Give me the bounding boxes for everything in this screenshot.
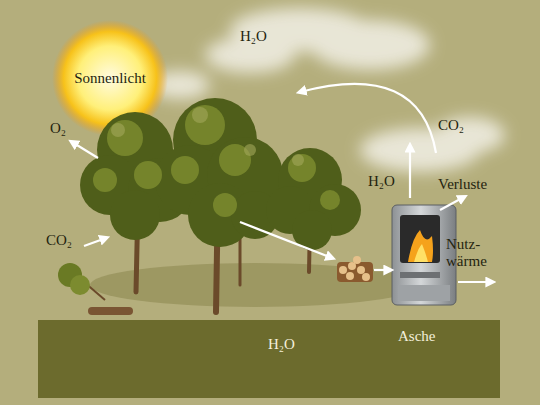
tree-shadow bbox=[90, 263, 420, 307]
flow-label: Verluste bbox=[438, 176, 487, 193]
sun-label: Sonnenlicht bbox=[74, 70, 146, 87]
ground-label: H₂O bbox=[268, 336, 295, 353]
flow-label: Nutz-wärme bbox=[446, 236, 487, 269]
flow-label: CO₂ bbox=[46, 232, 72, 249]
fallen-tree bbox=[58, 263, 133, 315]
flow-label: O₂ bbox=[50, 120, 66, 137]
tree-canopy bbox=[80, 98, 361, 250]
flow-label: CO₂ bbox=[438, 117, 464, 134]
sun-circle: Sonnenlicht bbox=[62, 38, 158, 118]
ground-label: Asche bbox=[398, 328, 436, 345]
flow-label: H₂O bbox=[240, 28, 267, 45]
ground-band: H₂O Asche bbox=[38, 320, 500, 398]
firewood bbox=[337, 256, 373, 282]
flow-label: H₂O bbox=[368, 173, 395, 190]
